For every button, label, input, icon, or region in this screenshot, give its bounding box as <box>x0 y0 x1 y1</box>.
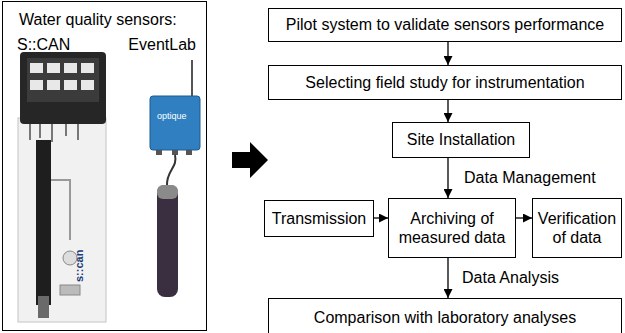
controller-unit <box>20 52 106 124</box>
probe-body <box>36 140 51 305</box>
device-name: EventLab <box>128 35 196 54</box>
flow-arrow <box>516 217 532 218</box>
flow-arrow <box>447 100 448 122</box>
panel-title: Water quality sensors: <box>19 10 222 29</box>
sensor-cable <box>167 155 176 186</box>
box-text: Verification of data <box>537 209 617 247</box>
process-box: Pilot system to validate sensors perform… <box>268 8 622 42</box>
flow-arrow <box>447 158 448 198</box>
cable-gland <box>186 150 192 155</box>
eventlab-box <box>150 96 200 150</box>
antenna <box>191 60 193 98</box>
box-text: Transmission <box>269 209 369 228</box>
flow-arrow <box>374 217 388 218</box>
cable-gland <box>156 150 162 155</box>
process-box: Comparison with laboratory analyses <box>268 298 622 333</box>
flow-pipe <box>51 180 70 240</box>
flow-arrow <box>447 42 448 65</box>
process-box: Transmission <box>264 200 374 237</box>
screen-buttons <box>30 63 94 90</box>
controller-cables <box>30 124 78 142</box>
box-text: Comparison with laboratory analyses <box>273 308 617 327</box>
box-text: Archiving of measured data <box>393 209 511 247</box>
process-box: Selecting field study for instrumentatio… <box>268 65 622 100</box>
process-box: Site Installation <box>392 122 530 158</box>
device-name: S::CAN <box>17 35 70 54</box>
box-text: Site Installation <box>397 130 525 149</box>
fitting <box>60 285 80 295</box>
sensor-panel: Water quality sensors:S::CANEventLab <box>2 1 207 331</box>
device-brand: s::can <box>74 250 85 282</box>
controller-screen <box>27 58 99 102</box>
probe-tip <box>38 296 49 318</box>
edge-label: Data Analysis <box>460 268 561 287</box>
block-arrow <box>232 142 268 178</box>
probe-cap <box>157 185 178 199</box>
device-logo: optique <box>157 112 187 121</box>
process-box: Verification of data <box>532 198 622 258</box>
edge-label: Data Management <box>462 168 598 187</box>
flow-arrow <box>447 258 448 298</box>
process-box: Archiving of measured data <box>388 198 516 258</box>
box-text: Selecting field study for instrumentatio… <box>273 73 617 92</box>
cable-gland <box>172 150 178 155</box>
sensor-cabinet <box>18 118 106 322</box>
box-text: Pilot system to validate sensors perform… <box>273 15 617 34</box>
eventlab-probe <box>157 185 178 297</box>
